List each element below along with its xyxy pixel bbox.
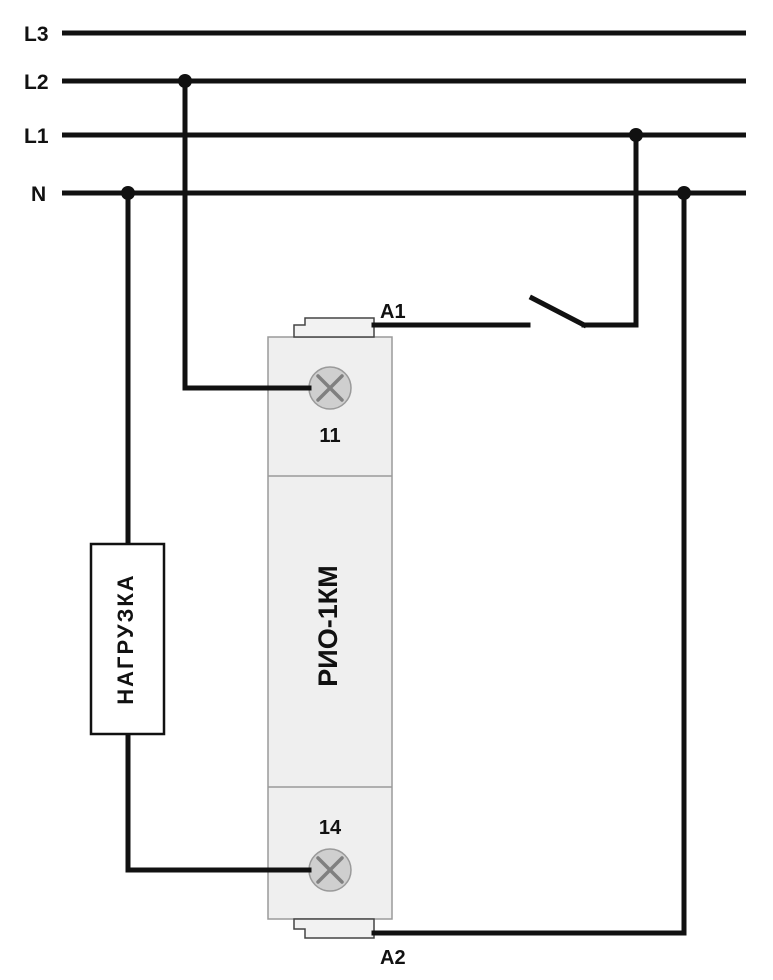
bus-label-l2: L2 <box>24 71 49 94</box>
junction-n-left <box>121 186 135 200</box>
terminal-label-a1: A1 <box>380 301 406 323</box>
junction-n-right <box>677 186 691 200</box>
wire-l2-to-terminal-11 <box>182 78 312 391</box>
terminal-label-14: 14 <box>319 817 342 839</box>
bus-lines <box>62 30 746 196</box>
junction-l2 <box>178 74 192 88</box>
terminal-label-11: 11 <box>319 425 340 447</box>
terminal-a1-tab <box>293 317 375 338</box>
junction-l1 <box>629 128 643 142</box>
bus-label-l3: L3 <box>24 23 49 46</box>
load-label: НАГРУЗКА <box>113 573 138 704</box>
bus-labels: L3 L2 L1 N <box>24 23 49 206</box>
load-box <box>89 542 166 736</box>
wire-n-to-a2 <box>371 190 687 936</box>
wire-switch-to-l1 <box>581 132 639 328</box>
screw-terminal-14 <box>308 848 352 892</box>
junction-nodes <box>121 74 691 200</box>
terminal-labels: A1 11 14 A2 <box>319 301 406 969</box>
load-element: НАГРУЗКА <box>89 542 166 736</box>
device-name-label: РИО-1КМ <box>313 565 343 686</box>
bus-label-n: N <box>31 183 46 206</box>
terminal-label-a2: A2 <box>380 947 406 969</box>
bus-label-l1: L1 <box>24 125 49 148</box>
switch-blade <box>528 294 588 329</box>
terminal-a2-tab <box>293 918 375 939</box>
screw-terminal-11 <box>308 366 352 410</box>
wire-load-to-terminal-14 <box>125 731 312 873</box>
wires <box>125 78 687 936</box>
relay-housing <box>267 336 393 920</box>
relay-device: РИО-1КМ <box>267 317 393 939</box>
